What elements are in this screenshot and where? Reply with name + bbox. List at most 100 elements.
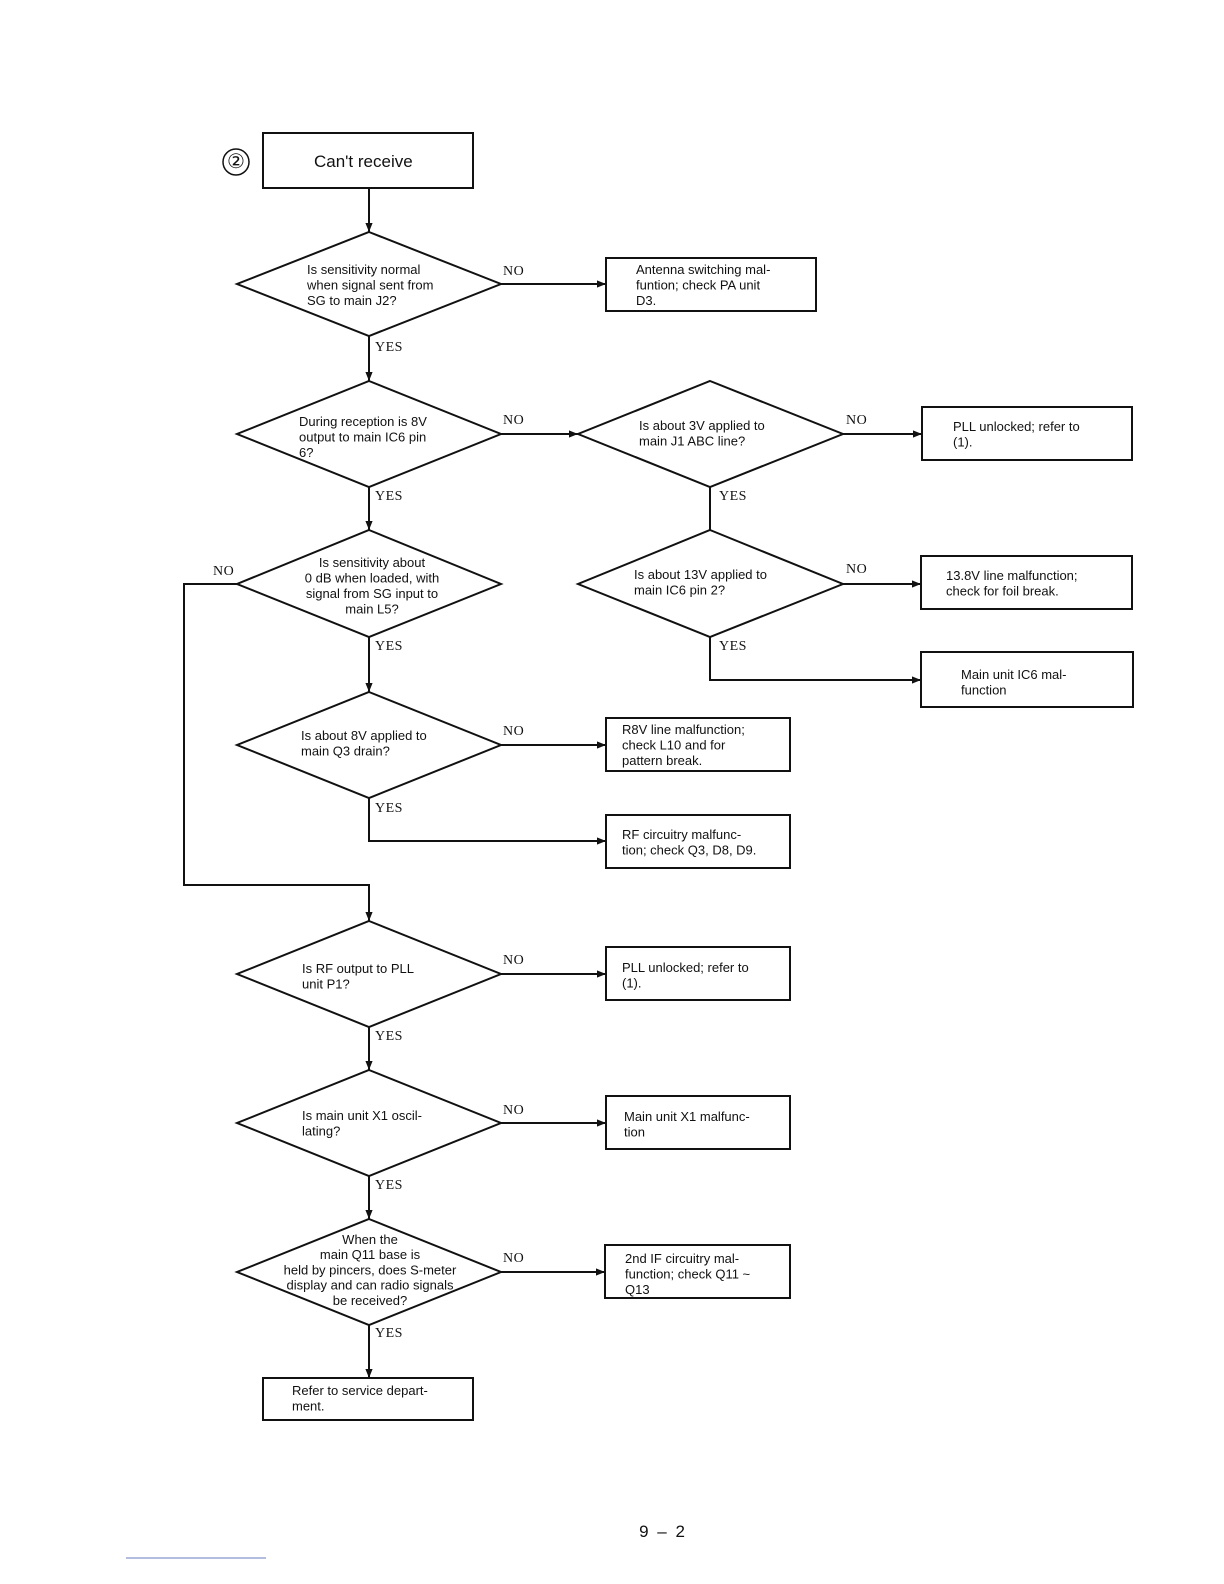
- node-text-r5: PLL unlocked; refer to(1).: [622, 960, 749, 991]
- node-line-q4-1: main Q3 drain?: [301, 744, 390, 759]
- node-line-q1-0: Is sensitivity normal: [307, 262, 421, 277]
- node-line-r5-0: PLL unlocked; refer to: [622, 960, 749, 975]
- node-text-q6: Is main unit X1 oscil-lating?: [302, 1108, 422, 1139]
- node-text-r2a: PLL unlocked; refer to(1).: [953, 419, 1080, 450]
- node-line-q2-2: 6?: [299, 445, 313, 460]
- arrow-q4-yes: [368, 798, 606, 845]
- decision-8v-ic6: [234, 379, 504, 489]
- node-line-q1-2: SG to main J2?: [307, 293, 397, 308]
- decision-3v-j1: [575, 379, 846, 489]
- label-no-2: NO: [503, 413, 524, 428]
- node-line-q3-2: signal from SG input to: [306, 586, 438, 601]
- node-line-q7-3: display and can radio signals: [287, 1278, 454, 1293]
- result-box-x1: [605, 1095, 791, 1150]
- node-line-end-1: ment.: [292, 1399, 325, 1414]
- node-line-q5-0: Is RF output to PLL: [302, 961, 414, 976]
- node-line-q2a-0: Is about 3V applied to: [639, 418, 765, 433]
- node-line-q6-1: lating?: [302, 1124, 340, 1139]
- section-marker-circle: [222, 148, 250, 176]
- label-yes-5: YES: [375, 1029, 403, 1044]
- label-no-3a: NO: [846, 413, 867, 428]
- label-no-3b: NO: [846, 562, 867, 577]
- label-yes-3: YES: [375, 639, 403, 654]
- node-line-r2c-0: Main unit IC6 mal-: [961, 667, 1066, 682]
- node-line-r2a-1: (1).: [953, 435, 973, 450]
- arrow-q2b-yes: [709, 637, 921, 684]
- node-line-q5-1: unit P1?: [302, 977, 350, 992]
- decision-q11-pincers: [234, 1217, 504, 1327]
- node-line-r6-1: tion: [624, 1125, 645, 1140]
- node-line-r2b-0: 13.8V line malfunction;: [946, 568, 1078, 583]
- node-text-r2b: 13.8V line malfunction;check for foil br…: [946, 568, 1078, 599]
- node-line-r1-1: funtion; check PA unit: [636, 278, 760, 293]
- label-no-7: NO: [503, 1251, 524, 1266]
- decision-8v-q3: [234, 690, 504, 800]
- label-no-5: NO: [503, 953, 524, 968]
- label-yes-2: YES: [375, 489, 403, 504]
- node-line-q2-1: output to main IC6 pin: [299, 430, 426, 445]
- node-line-q2b-1: main IC6 pin 2?: [634, 583, 725, 598]
- node-line-r7-1: function; check Q11 ~: [625, 1267, 751, 1282]
- shapes: [234, 132, 1134, 1421]
- branch-labels: NO YES NO YES NO YES NO YES NO YES NO YE…: [213, 264, 867, 1341]
- node-line-q6-0: Is main unit X1 oscil-: [302, 1108, 422, 1123]
- node-line-q7-2: held by pincers, does S-meter: [284, 1262, 457, 1277]
- result-box-ic6: [920, 651, 1134, 708]
- node-line-end-0: Refer to service depart-: [292, 1383, 428, 1398]
- node-line-r7-0: 2nd IF circuitry mal-: [625, 1251, 739, 1266]
- node-line-q3-0: Is sensitivity about: [319, 555, 426, 570]
- node-line-r4n-0: R8V line malfunction;: [622, 722, 745, 737]
- result-box-rf-circuitry: [605, 814, 791, 869]
- section-marker: ②: [222, 148, 250, 176]
- node-line-r2c-1: function: [961, 683, 1007, 698]
- node-line-r7-2: Q13: [625, 1282, 650, 1297]
- node-line-r2b-1: check for foil break.: [946, 584, 1059, 599]
- connectors: [183, 188, 922, 1378]
- page-number: 9 – 2: [639, 1522, 687, 1541]
- label-yes-1: YES: [375, 340, 403, 355]
- node-line-q7-0: When the: [342, 1232, 398, 1247]
- result-box-13v8-line: [920, 555, 1133, 610]
- label-no-1: NO: [503, 264, 524, 279]
- result-box-pll-unlocked-2: [605, 946, 791, 1001]
- label-yes-4: YES: [375, 801, 403, 816]
- node-line-r6-0: Main unit X1 malfunc-: [624, 1109, 750, 1124]
- node-text-r1: Antenna switching mal-funtion; check PA …: [636, 262, 770, 308]
- label-yes-3a: YES: [719, 489, 747, 504]
- result-box-r8v-line: [605, 717, 791, 772]
- node-text-r4y: RF circuitry malfunc-tion; check Q3, D8,…: [622, 827, 756, 858]
- node-line-q7-4: be received?: [333, 1293, 407, 1308]
- label-yes-7: YES: [375, 1326, 403, 1341]
- arrow-q3-no: [183, 583, 373, 921]
- decision-sensitivity: [234, 230, 504, 338]
- decision-x1-osc: [234, 1068, 504, 1178]
- node-line-r1-0: Antenna switching mal-: [636, 262, 770, 277]
- decision-rf-pll: [234, 919, 504, 1029]
- end-box: [262, 1377, 474, 1421]
- decision-13v-ic6: [575, 528, 846, 639]
- node-line-q2-0: During reception is 8V: [299, 414, 427, 429]
- node-text-r6: Main unit X1 malfunc-tion: [624, 1109, 750, 1140]
- result-box-antenna: [605, 257, 817, 312]
- node-line-q2b-0: Is about 13V applied to: [634, 567, 767, 582]
- node-line-r4n-1: check L10 and for: [622, 738, 726, 753]
- node-line-r2a-0: PLL unlocked; refer to: [953, 419, 1080, 434]
- node-line-r4y-1: tion; check Q3, D8, D9.: [622, 843, 756, 858]
- node-line-q2a-1: main J1 ABC line?: [639, 434, 745, 449]
- node-line-r1-2: D3.: [636, 293, 656, 308]
- decision-0db-l5: [234, 528, 504, 639]
- label-no-3: NO: [213, 564, 234, 579]
- node-text-r2c: Main unit IC6 mal-function: [961, 667, 1066, 698]
- node-line-q1-1: when signal sent from: [306, 278, 433, 293]
- node-line-r4y-0: RF circuitry malfunc-: [622, 827, 741, 842]
